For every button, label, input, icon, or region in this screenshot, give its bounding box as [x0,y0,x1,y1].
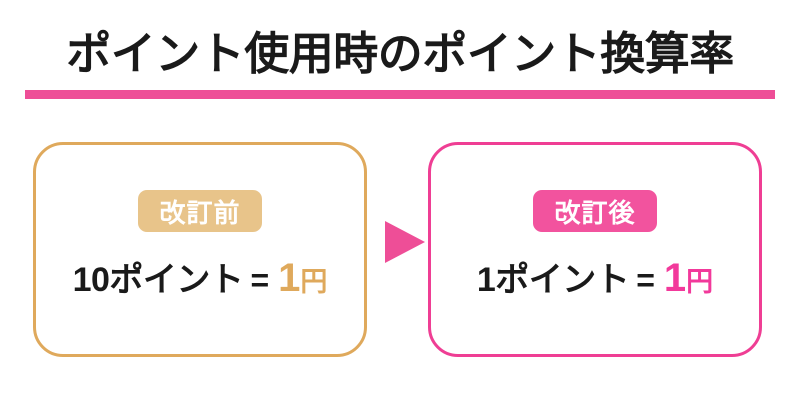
badge-after-revision: 改訂後 [533,190,657,232]
badge-before-revision: 改訂前 [138,190,262,232]
page-title: ポイント使用時のポイント換算率 [66,28,734,79]
equation-after-equals: = [636,262,655,298]
equation-before-unit: 円 [300,267,328,297]
equation-before-points: 10ポイント [72,261,244,299]
card-after-revision: 改訂後 1ポイント = 1 円 [428,142,762,357]
equation-before-equals: = [250,262,270,298]
equation-after-amount: 1 [663,256,686,300]
equation-before: 10ポイント = 1 円 [73,256,328,304]
card-before-revision: 改訂前 10ポイント = 1 円 [33,142,367,357]
equation-after-unit: 円 [686,267,714,297]
title-block: ポイント使用時のポイント換算率 [0,26,800,104]
equation-after: 1ポイント = 1 円 [477,256,713,304]
right-arrow-icon [385,221,425,263]
equation-before-amount: 1 [278,256,300,300]
equation-after-points: 1ポイント [476,261,630,299]
title-underline-rule [25,90,775,99]
